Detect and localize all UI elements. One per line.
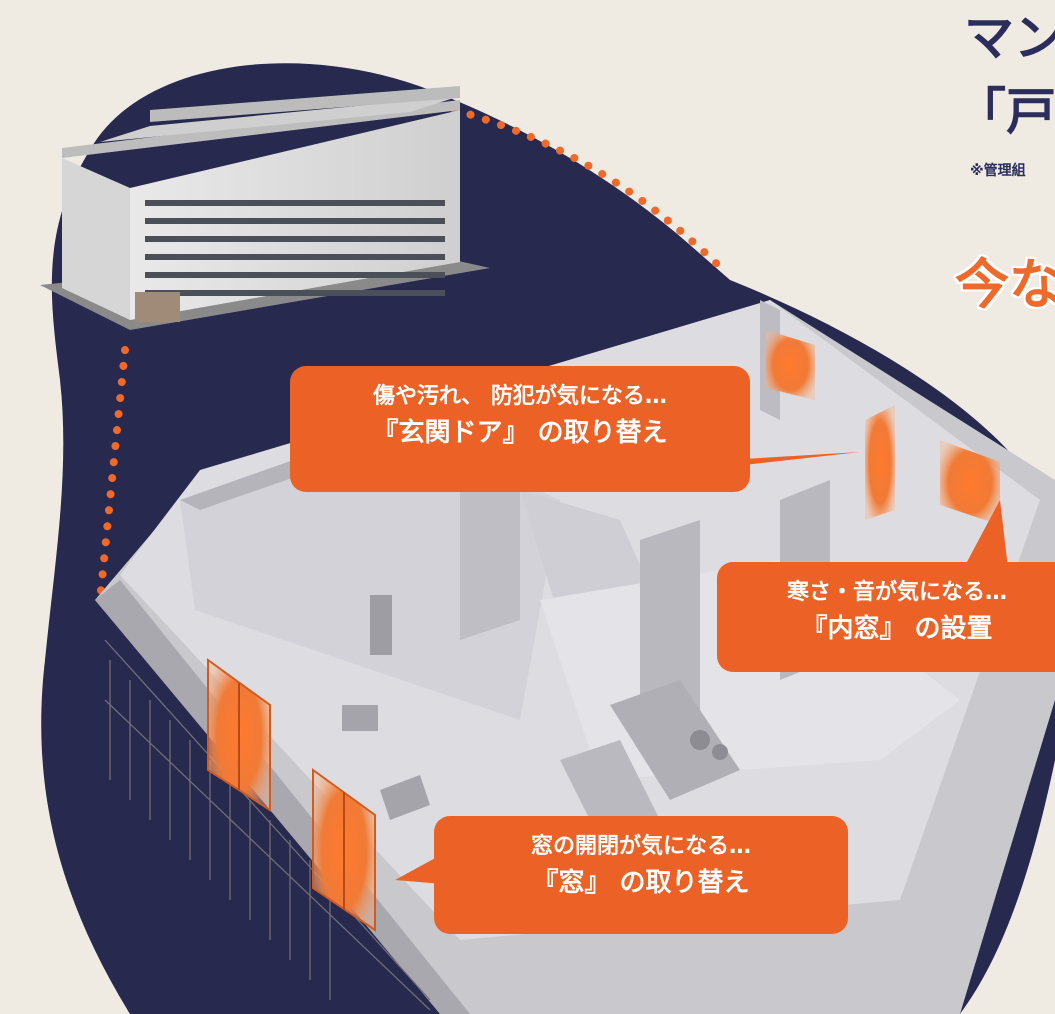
callout-door-line2: 『玄関ドア』 の取り替え (372, 418, 668, 448)
callout-inner-line2: 『内窓』 の設置 (801, 614, 993, 644)
page-title-line1: マン (964, 9, 1055, 67)
callout-door-line1: 傷や汚れ、 防犯が気になる… (373, 384, 667, 409)
footnote: ※管理組 (970, 163, 1026, 179)
apartment-building-icon (40, 86, 490, 330)
window-bedroom (766, 330, 815, 400)
callout-window-line2: 『窓』 の取り替え (532, 868, 750, 898)
callout-inner-line1: 寒さ・音が気になる… (786, 580, 1007, 605)
callout-window-line1: 窓の開閉が気になる… (530, 834, 751, 859)
callout-entrance-door: 傷や汚れ、 防犯が気になる… 『玄関ドア』 の取り替え (290, 366, 750, 492)
dotted-line-left (96, 346, 129, 604)
door-entrance (865, 405, 895, 520)
callout-window: 窓の開閉が気になる… 『窓』 の取り替え (434, 816, 848, 934)
page-title-line2: 「戸 (956, 83, 1055, 141)
callout-inner-window: 寒さ・音が気になる… 『内窓』 の設置 (717, 562, 1055, 672)
cta-headline: 今な (954, 252, 1055, 318)
